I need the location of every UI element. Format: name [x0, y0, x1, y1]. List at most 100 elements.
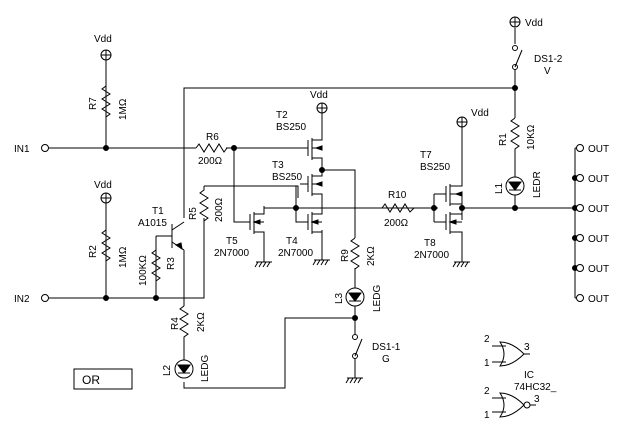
resistor-r10: R10 200Ω — [381, 190, 415, 229]
resistor-r2: R2 1MΩ — [88, 210, 129, 298]
t8-value: 2N7000 — [414, 250, 449, 261]
l1-value: LEDR — [532, 171, 543, 198]
or-gate-pin2: 2 — [484, 334, 490, 345]
r10-value: 200Ω — [384, 218, 409, 229]
r10-label: R10 — [388, 190, 407, 201]
t5-value: 2N7000 — [214, 248, 249, 259]
r2-label: R2 — [88, 245, 99, 258]
out-label-2: OUT — [588, 174, 609, 185]
nor-gate-pin1: 1 — [484, 410, 490, 421]
nor-gate-symbol: 2 1 3 — [484, 386, 540, 421]
t8-label: T8 — [424, 238, 436, 249]
t2-value: BS250 — [276, 122, 306, 133]
vdd-r2: Vdd — [94, 180, 112, 210]
switch-ds1-2: DS1-2 V — [512, 45, 563, 77]
led-l2: L2 LEDG — [162, 350, 211, 382]
r7-label: R7 — [88, 97, 99, 110]
t1-label: T1 — [152, 206, 164, 217]
out-label-6: OUT — [588, 294, 609, 305]
vdd-label: Vdd — [471, 108, 489, 119]
t1-value: A1015 — [138, 218, 167, 229]
resistor-r4: R4 2KΩ — [170, 305, 207, 350]
r4-value: 2KΩ — [196, 312, 207, 332]
r1-value: 10KΩ — [526, 124, 537, 150]
in1-label: IN1 — [14, 144, 30, 155]
vdd-label: Vdd — [310, 90, 328, 101]
vdd-top: Vdd — [509, 16, 543, 29]
r5-label: R5 — [188, 207, 199, 220]
in2-terminal: IN2 — [14, 294, 49, 305]
in2-label: IN2 — [14, 294, 30, 305]
r3-label: R3 — [166, 257, 177, 270]
r6-value: 200Ω — [198, 156, 223, 167]
led-l1: L1 LEDR — [494, 171, 543, 198]
r5-value: 200Ω — [214, 197, 225, 222]
vdd-r7: Vdd — [94, 34, 112, 68]
out-label-3: OUT — [588, 204, 609, 215]
ds1-1-label: DS1-1 — [372, 342, 401, 353]
switch-ds1-1: DS1-1 G — [352, 334, 401, 365]
resistor-r3: 100KΩ R3 — [138, 249, 177, 286]
r9-value: 2KΩ — [366, 246, 377, 266]
transistor-t8: T8 2N7000 — [414, 212, 463, 261]
out-label-4: OUT — [588, 234, 609, 245]
l3-label: L3 — [334, 292, 345, 304]
or-gate-pin3: 3 — [524, 342, 530, 353]
ds1-1-value: G — [382, 354, 390, 365]
led-l3: L3 LEDG — [334, 285, 383, 312]
l1-label: L1 — [494, 182, 505, 194]
r7-value: 1MΩ — [118, 98, 129, 120]
wiring — [49, 28, 576, 389]
r9-label: R9 — [340, 249, 351, 262]
l3-value: LEDG — [372, 285, 383, 312]
resistor-r9: R9 2KΩ — [340, 237, 377, 270]
r6-label: R6 — [206, 132, 219, 143]
or-gate-symbol: 2 1 3 — [484, 334, 530, 369]
t7-value: BS250 — [420, 162, 450, 173]
t3-label: T3 — [272, 160, 284, 171]
or-label: OR — [82, 373, 100, 387]
resistor-r1: R1 10KΩ — [498, 117, 537, 154]
ic-label: IC — [524, 370, 534, 381]
vdd-t2: Vdd — [310, 90, 328, 114]
junction-dots — [103, 85, 578, 321]
transistor-t3: T3 BS250 — [272, 160, 323, 196]
ground-symbols — [254, 259, 470, 384]
out-terminals: OUT OUT OUT OUT OUT OUT — [575, 144, 609, 305]
transistor-t2: T2 BS250 — [276, 110, 323, 160]
nor-gate-pin3: 3 — [534, 394, 540, 405]
transistor-t1: T1 A1015 — [138, 206, 185, 251]
resistor-r6: R6 200Ω — [195, 132, 228, 167]
t7-label: T7 — [420, 150, 432, 161]
r2-value: 1MΩ — [118, 246, 129, 268]
out-label-5: OUT — [588, 264, 609, 275]
vdd-label: Vdd — [525, 18, 543, 29]
in1-terminal: IN1 — [14, 144, 49, 155]
transistor-t5: T5 2N7000 — [214, 206, 265, 259]
resistor-r7: R7 1MΩ — [88, 68, 129, 148]
out-label-1: OUT — [588, 144, 609, 155]
vdd-t7: Vdd — [456, 108, 489, 128]
nor-gate-pin2: 2 — [484, 386, 490, 397]
ds1-2-value: V — [544, 66, 551, 77]
t4-label: T4 — [286, 236, 298, 247]
r3-value: 100KΩ — [138, 255, 149, 286]
t4-value: 2N7000 — [278, 248, 313, 259]
or-box: OR — [73, 368, 133, 390]
r4-label: R4 — [170, 317, 181, 330]
l2-label: L2 — [162, 364, 173, 376]
t3-value: BS250 — [272, 172, 302, 183]
r1-label: R1 — [498, 133, 509, 146]
transistor-t7: T7 BS250 — [420, 150, 463, 206]
ds1-2-label: DS1-2 — [534, 54, 563, 65]
resistor-r5: R5 200Ω — [188, 186, 225, 222]
ic-value: 74HC32_ — [514, 382, 557, 393]
vdd-label: Vdd — [94, 34, 112, 45]
or-gate-pin1: 1 — [484, 358, 490, 369]
t5-label: T5 — [226, 236, 238, 247]
l2-value: LEDG — [200, 355, 211, 382]
vdd-label: Vdd — [94, 180, 112, 191]
transistor-t4: T4 2N7000 — [278, 206, 323, 259]
t2-label: T2 — [276, 110, 288, 121]
